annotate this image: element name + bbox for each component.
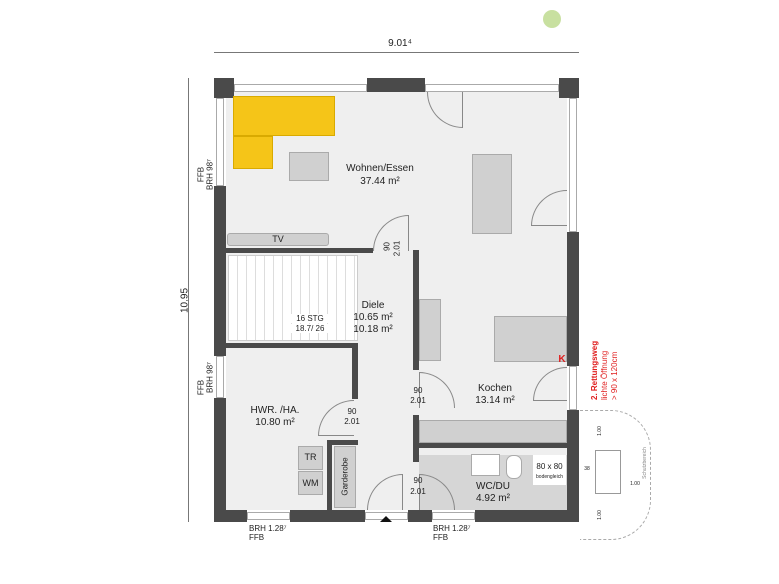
wall-right-bottom	[567, 410, 579, 522]
escape-line-2: lichte Öffnung	[600, 350, 609, 400]
kitchen-island	[494, 316, 567, 362]
room-wc-name: WC/DU	[476, 481, 510, 492]
door-living-height: 2.01	[392, 240, 402, 257]
kitchen-counter-left	[419, 299, 441, 361]
door-living-width: 90	[382, 242, 392, 251]
shower	[533, 455, 566, 485]
room-kochen-name: Kochen	[478, 383, 512, 394]
shower-sub: bodengleich	[536, 474, 563, 480]
window-top-left	[234, 84, 367, 92]
outside-dim-2: 1.00	[597, 510, 603, 520]
wall-top-left	[214, 78, 234, 98]
k-marker: K	[558, 354, 566, 365]
dining-table	[472, 154, 512, 234]
sofa-chaise	[233, 136, 273, 169]
wall-diele-kitchen-1	[413, 250, 419, 370]
wall-left-bottom	[214, 398, 226, 522]
bottom-window-brh-2: BRH 1.28⁷	[433, 524, 471, 533]
entrance-arrow-icon	[380, 516, 392, 522]
wall-bottom-1	[214, 510, 247, 522]
wall-diele-kitchen-2	[413, 415, 419, 462]
room-diele-name: Diele	[361, 300, 385, 311]
height-dimension-line	[188, 78, 189, 522]
toilet	[506, 455, 522, 479]
window-right-kitchen	[569, 366, 577, 410]
room-hwr-area: 10.80 m²	[255, 417, 295, 428]
room-wohnen-area: 37.44 m²	[360, 176, 400, 187]
window-left-top	[216, 98, 224, 186]
room-wc-area: 4.92 m²	[476, 493, 510, 504]
wall-top-mid	[367, 78, 425, 92]
room-kochen-area: 13.14 m²	[475, 395, 515, 406]
room-wohnen-name: Wohnen/Essen	[346, 163, 414, 174]
wall-right	[567, 232, 579, 366]
stairs-ratio: 18.7/ 26	[285, 324, 335, 333]
hwr-window-ffb: FFB	[196, 379, 206, 396]
terrace-door-top	[425, 84, 559, 92]
window-left-hwr	[216, 356, 224, 398]
terrace-door-right	[569, 98, 577, 232]
room-hwr-name: HWR. /HA.	[250, 405, 300, 416]
height-dimension: 10.95	[179, 287, 191, 314]
dryer-label: TR	[304, 452, 317, 462]
bottom-window-brh-1: BRH 1.28⁷	[249, 524, 287, 533]
wall-garderobe	[327, 440, 358, 445]
bottom-window-ffb-1: FFB	[249, 533, 265, 542]
washbasin	[471, 454, 500, 476]
wall-kitchen-wc	[419, 443, 567, 448]
tv-board	[227, 233, 329, 246]
garderobe-label: Garderobe	[340, 457, 350, 496]
coffee-table	[289, 152, 329, 181]
outside-dim-1: 1.00	[597, 426, 603, 436]
escape-route-note: 2. Rettungsweg lichte Öffnung > 90 x 120…	[590, 320, 630, 400]
escape-line-1: 2. Rettungsweg	[590, 340, 599, 400]
width-dimension-line	[214, 52, 579, 53]
room-diele-area2: 10.18 m²	[353, 324, 393, 335]
garderobe	[334, 446, 356, 508]
sofa	[233, 96, 335, 136]
wall-bottom-3	[408, 510, 432, 522]
left-window-ffb: FFB	[196, 166, 206, 183]
protection-zone-label: Schutzbereich	[642, 447, 648, 479]
protection-zone	[580, 410, 651, 540]
washing-machine	[298, 471, 323, 495]
door-hwr-width: 90	[347, 407, 357, 416]
kitchen-counter-bottom	[419, 420, 567, 443]
left-window-brh: BRH 98⁷	[205, 159, 215, 190]
washing-machine-label: WM	[302, 478, 319, 488]
door-hwr-height: 2.01	[344, 417, 360, 426]
wall-hwr-right	[352, 343, 358, 399]
window-bottom-wc	[432, 512, 475, 520]
tree-icon	[543, 10, 561, 28]
door-wc-height: 2.01	[410, 487, 426, 496]
width-dimension: 9.01⁴	[388, 38, 412, 49]
door-wc-width: 90	[413, 476, 423, 485]
distribution-box	[595, 450, 621, 494]
window-bottom-hwr	[247, 512, 290, 520]
wall-garderobe-side	[327, 440, 332, 510]
wall-bottom-4	[475, 510, 579, 522]
outside-dim-3: 1.00	[630, 481, 640, 487]
outside-dim-4: 38	[584, 466, 590, 472]
escape-line-3: > 90 x 120cm	[610, 351, 619, 400]
shower-label: 80 x 80	[536, 462, 563, 471]
dryer	[298, 446, 323, 470]
wall-top-right	[559, 78, 579, 98]
door-kitchen-height: 2.01	[410, 396, 426, 405]
wall-left	[214, 186, 226, 356]
tv-label: TV	[272, 234, 284, 244]
wall-hwr-top	[226, 343, 358, 348]
door-kitchen-width: 90	[413, 386, 423, 395]
room-diele-area1: 10.65 m²	[353, 312, 393, 323]
hwr-window-brh: BRH 98⁷	[205, 362, 215, 393]
wall-stair-top	[226, 248, 373, 253]
wall-bottom-2	[290, 510, 365, 522]
stairs-steps: 16 STG	[285, 314, 335, 323]
bottom-window-ffb-2: FFB	[433, 533, 449, 542]
